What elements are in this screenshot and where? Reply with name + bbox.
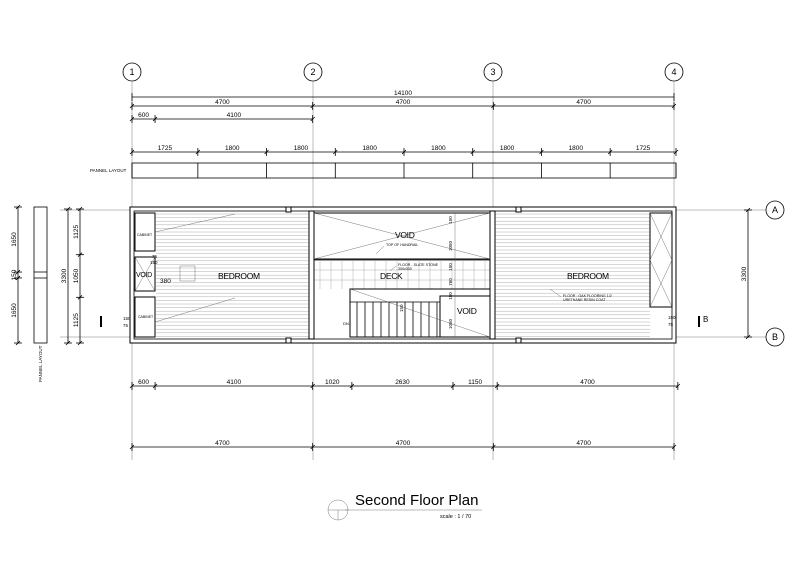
grid-label: 3 — [490, 67, 495, 77]
grid-bubble-2 — [303, 62, 323, 82]
dimension-label: 1800 — [569, 145, 584, 152]
drawing-title: Second Floor Plan — [355, 492, 478, 509]
floor-hatching — [156, 213, 650, 337]
room-label-bedroom-right: BEDROOM — [567, 271, 609, 281]
section-markers: B — [100, 315, 708, 327]
note-deck-floor-2: 300x300 — [398, 267, 412, 271]
dim-380: 380 — [160, 278, 171, 285]
dimension-label: 1125 — [73, 313, 80, 327]
dimension-label: 4700 — [215, 440, 230, 447]
note-dn: DN — [343, 321, 349, 326]
annotations: TOP OF HANDRAIL FLOOR - SLATE STONE 300x… — [123, 213, 676, 337]
dimension-lines: 14100 4700 4700 4700 600 4100 1725 1800 1800 1800… — [11, 90, 752, 451]
dimension-label: 1150 — [468, 379, 482, 386]
room-label-deck: DECK — [380, 271, 403, 281]
note-bedroom-floor-2: URETHANE RESIN COAT — [563, 298, 606, 302]
grid-bubble-3 — [483, 62, 503, 82]
dimension-label: 150 — [11, 269, 18, 280]
dimension-label: 4100 — [227, 379, 242, 386]
note-bedroom-floor-1: FLOOR : OAK FLOORING 1/2 — [563, 294, 612, 298]
dimension-label: 1050 — [73, 268, 80, 283]
dimension-label: 1800 — [294, 145, 309, 152]
room-label-bedroom-left: BEDROOM — [218, 271, 260, 281]
dimension-label: 1800 — [500, 145, 515, 152]
panel-layout-label-vertical: PANNEL LAYOUT — [38, 345, 43, 382]
dimension-label: 4700 — [576, 440, 591, 447]
grid-label: A — [772, 205, 778, 215]
panel-layout-vertical — [33, 206, 48, 344]
dimension-label: 4700 — [396, 440, 411, 447]
dimension-label: 4700 — [580, 379, 595, 386]
room-label-void-left: VOID — [136, 272, 152, 279]
building-plan — [129, 206, 677, 344]
deck-dimension: 150 — [448, 216, 453, 224]
cabinet-bottom — [134, 296, 156, 338]
room-label-cabinet-bottom: CABINET — [138, 315, 154, 319]
grid-label: 1 — [129, 67, 134, 77]
dimension-label: 1125 — [73, 224, 80, 238]
dimension-label: 600 — [138, 112, 149, 119]
partition-wall-2 — [308, 210, 315, 340]
section-marker-label: B — [703, 315, 708, 324]
dim-right-small-1: 150 — [668, 315, 676, 320]
deck-dimension: 1050 — [448, 318, 453, 329]
room-label-void-top: VOID — [395, 230, 415, 240]
section-marker-left — [100, 316, 102, 327]
panel-layout-label: PANNEL LAYOUT — [90, 168, 127, 173]
grid-label: B — [772, 332, 778, 342]
wardrobe — [649, 212, 673, 308]
dim-left-small-2: 150 — [150, 260, 158, 265]
dimension-label: 1800 — [431, 145, 446, 152]
dimension-overall: 14100 — [394, 90, 412, 97]
dim-left-small-4: 75 — [123, 323, 129, 328]
grid-label: 4 — [671, 67, 676, 77]
grid-bubble-4 — [664, 62, 684, 82]
note-handrail: TOP OF HANDRAIL — [386, 243, 418, 247]
dimension-label: 4700 — [215, 99, 230, 106]
dimension-right-overall: 3300 — [741, 266, 748, 281]
dimension-label: 1725 — [158, 145, 173, 152]
dimension-label: 600 — [138, 379, 149, 386]
room-labels: BEDROOM CABINET VOID CABINET VOID DECK V… — [136, 230, 609, 319]
deck-dimension: 760 — [448, 278, 453, 286]
dimension-label: 4700 — [576, 99, 591, 106]
void-bottom-area — [439, 295, 491, 338]
cabinet-top — [134, 212, 156, 252]
dimension-label: 1800 — [225, 145, 240, 152]
note-deck-floor-1: FLOOR - SLATE STONE — [398, 263, 439, 267]
dim-stair-150: 150 — [399, 304, 404, 312]
deck-dimension: 150 — [448, 292, 453, 300]
grid-label: 2 — [310, 67, 315, 77]
dimension-left-overall: 3300 — [61, 268, 68, 283]
dimension-label: 1020 — [325, 379, 340, 386]
grid-bubble-1 — [122, 62, 142, 82]
dimension-label: 1650 — [11, 303, 18, 318]
title-block: Second Floor Plan scale : 1 / 70 — [327, 492, 482, 521]
dim-left-small-3: 150 — [123, 316, 131, 321]
deck-dimension: 150 — [448, 263, 453, 271]
dimension-label: 4700 — [396, 99, 411, 106]
grid-bubble-A — [765, 200, 785, 220]
dimension-label: 4100 — [227, 112, 242, 119]
dimension-label: 1725 — [636, 145, 651, 152]
room-label-void-bottom: VOID — [457, 306, 477, 316]
grid-bubble-B — [765, 327, 785, 347]
dim-right-small-2: 75 — [668, 322, 674, 327]
dimension-label: 1800 — [362, 145, 377, 152]
drawing-scale: scale : 1 / 70 — [440, 514, 471, 520]
section-marker-right — [698, 316, 700, 327]
dimension-label: 2630 — [395, 379, 410, 386]
dimension-label: 1650 — [11, 232, 18, 247]
dim-left-small-1: 75 — [152, 254, 158, 259]
deck-dimension: 1050 — [448, 240, 453, 251]
room-label-cabinet-top: CABINET — [137, 233, 153, 237]
partition-wall-3 — [489, 210, 496, 340]
